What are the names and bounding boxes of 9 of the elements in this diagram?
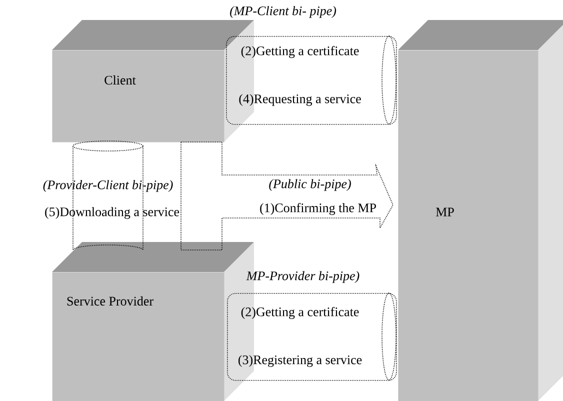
server-block: MP	[398, 20, 563, 401]
pipe: (MP-Client bi- pipe) (2)Getting a certificate (4)Requesting a service	[226, 6, 397, 125]
node-label: (5)Downloading a service	[45, 207, 180, 219]
pipe: MP-Provider bi-pipe) (2)Getting a certificate (3)Registering a service	[227, 271, 397, 381]
node-label: (MP-Client bi- pipe)	[230, 6, 336, 18]
pipe: (Public bi-pipe) (1)Confirming the MP	[180, 142, 394, 250]
node-label: (Provider-Client bi-pipe)	[43, 180, 173, 192]
pipe: (Provider-Client bi-pipe) (5)Downloading a service	[43, 140, 180, 250]
node-label: MP-Provider bi-pipe)	[246, 271, 360, 283]
